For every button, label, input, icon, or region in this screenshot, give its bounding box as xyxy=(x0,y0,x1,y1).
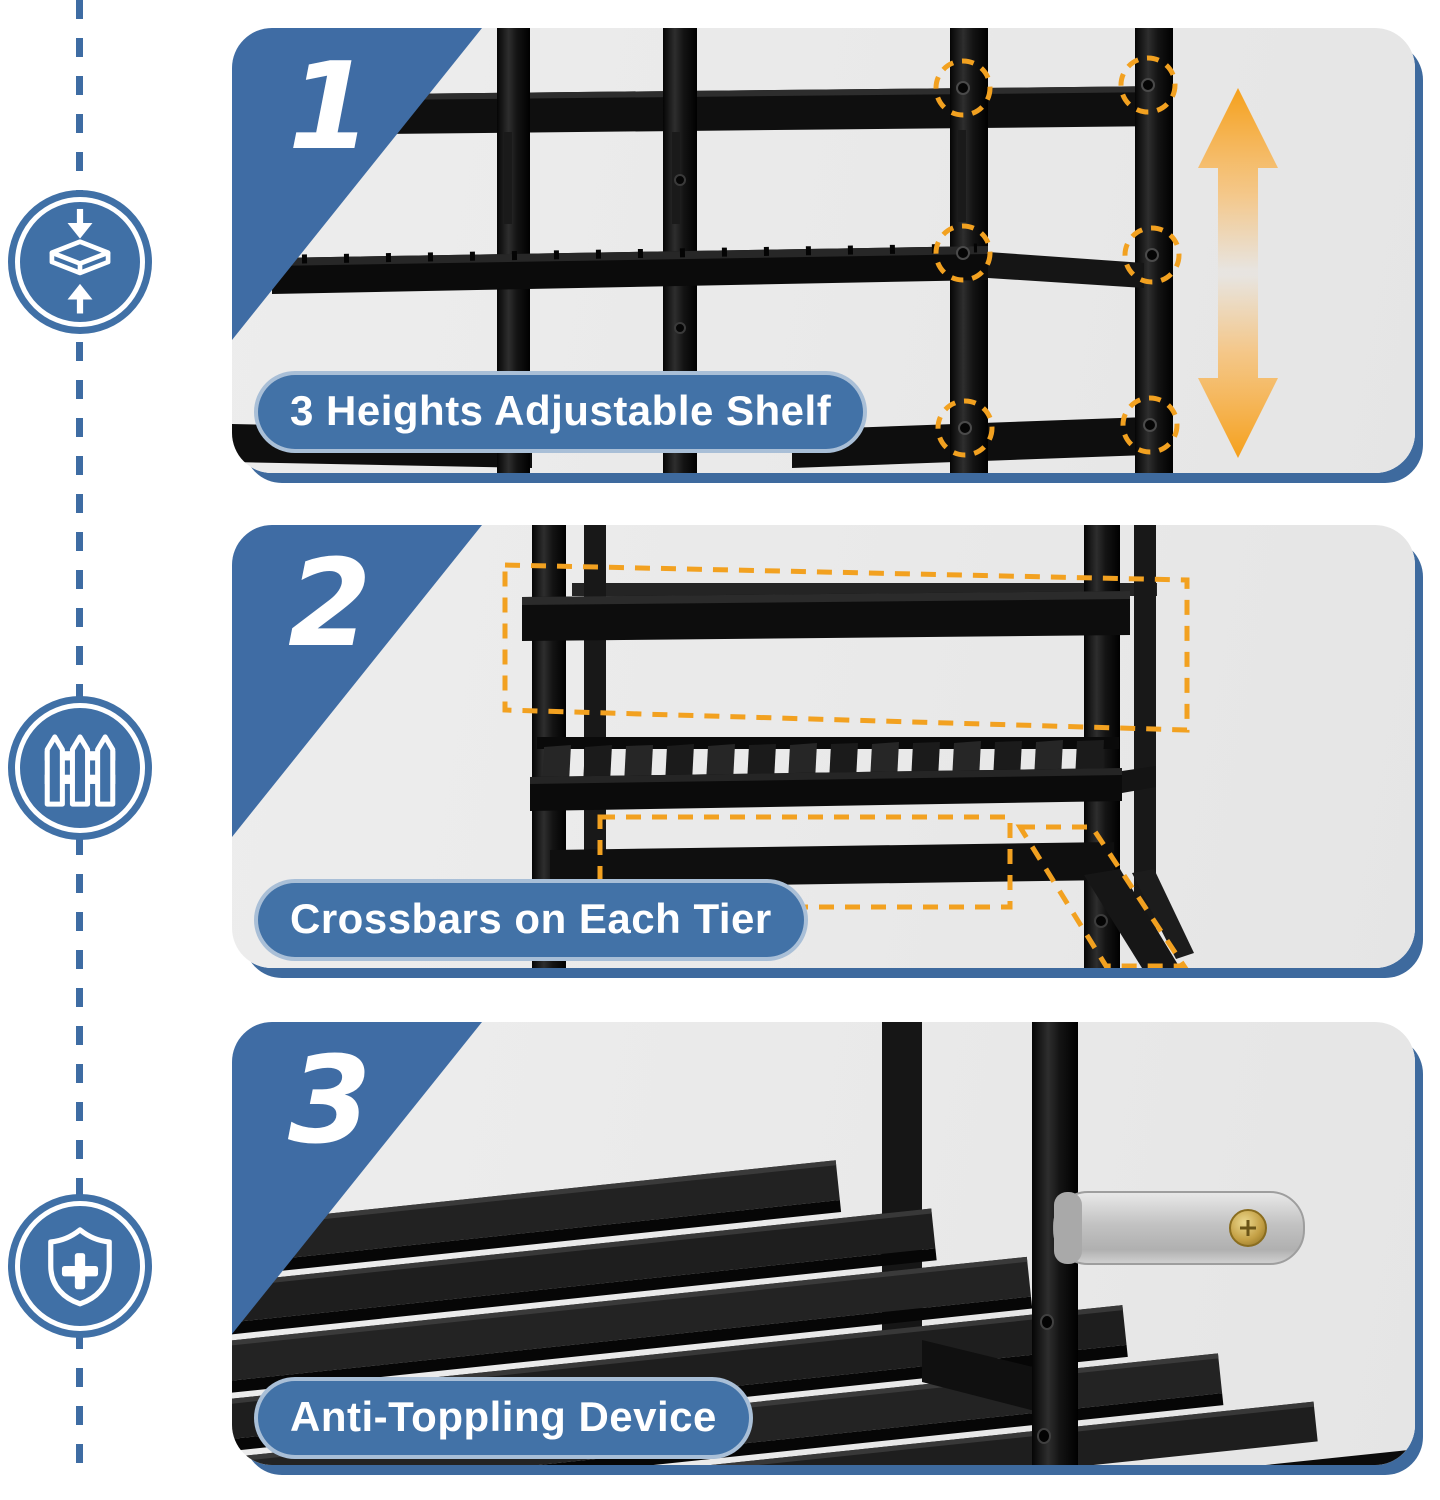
crossbar-highlight-boxes xyxy=(502,562,1190,968)
fence-icon xyxy=(44,734,116,807)
feature-panel-1: 1 3 Heights Adjustable Shelf xyxy=(232,28,1415,473)
feature-panel-2: 2 Crossbars on Each Tier xyxy=(232,525,1415,968)
feature-badge-1 xyxy=(8,190,152,334)
feature-label: Anti-Toppling Device xyxy=(254,1377,753,1459)
height-adjust-icon xyxy=(49,208,111,314)
feature-number: 1 xyxy=(288,38,372,177)
up-down-arrows xyxy=(1198,88,1278,458)
feature-panel-3: 3 Anti-Toppling Device xyxy=(232,1022,1415,1465)
badge-ring xyxy=(15,1201,145,1331)
feature-label: Crossbars on Each Tier xyxy=(254,879,808,961)
badge-ring xyxy=(15,703,145,833)
shelf-middle-section-photo xyxy=(502,525,1194,968)
screws xyxy=(674,78,1159,435)
feature-number: 3 xyxy=(288,1032,372,1171)
feature-badge-3 xyxy=(8,1194,152,1338)
shield-plus-icon xyxy=(48,1227,112,1307)
feature-label: 3 Heights Adjustable Shelf xyxy=(254,371,868,453)
screw-highlight-circles xyxy=(933,55,1182,458)
feature-number: 2 xyxy=(288,535,372,674)
badge-ring xyxy=(15,197,145,327)
feature-badge-2 xyxy=(8,696,152,840)
anti-tip-strap xyxy=(1053,1191,1305,1265)
